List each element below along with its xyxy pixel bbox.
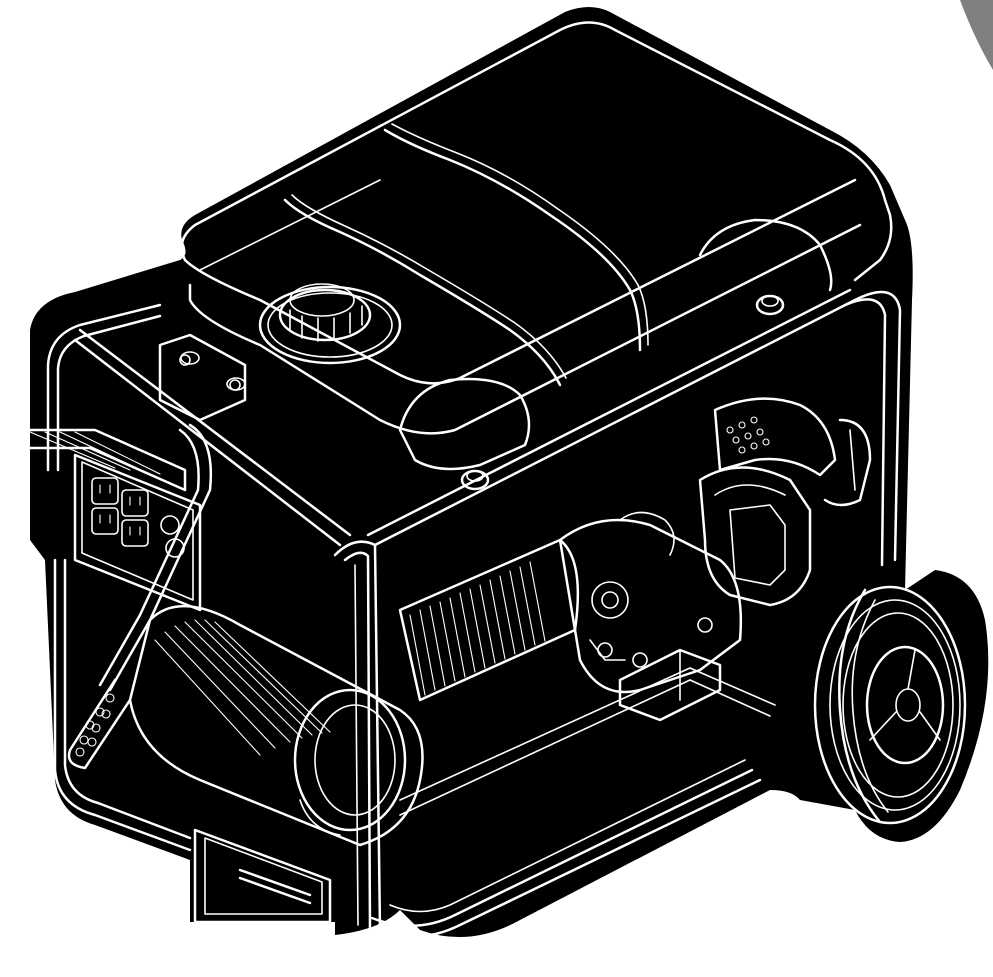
air-filter	[698, 466, 812, 607]
generator-body	[30, 7, 989, 938]
handle	[67, 423, 212, 770]
base-foot	[193, 828, 332, 924]
tank-bolt-right	[755, 294, 785, 316]
wheel	[813, 585, 967, 825]
fuel-tank	[180, 21, 893, 471]
control-panel	[8, 333, 247, 612]
muffler-guard	[713, 397, 837, 477]
outlet-2	[121, 489, 149, 517]
outlet-1	[91, 477, 119, 505]
fuel-cap	[258, 283, 402, 365]
engine	[558, 511, 743, 694]
engine-shroud	[823, 418, 872, 507]
alternator	[128, 604, 424, 847]
motor-mount	[618, 648, 722, 722]
corner-shape	[960, 0, 993, 70]
tank-bolt-front	[460, 469, 490, 491]
outlet-3	[91, 507, 119, 535]
outlet-4	[121, 519, 149, 547]
